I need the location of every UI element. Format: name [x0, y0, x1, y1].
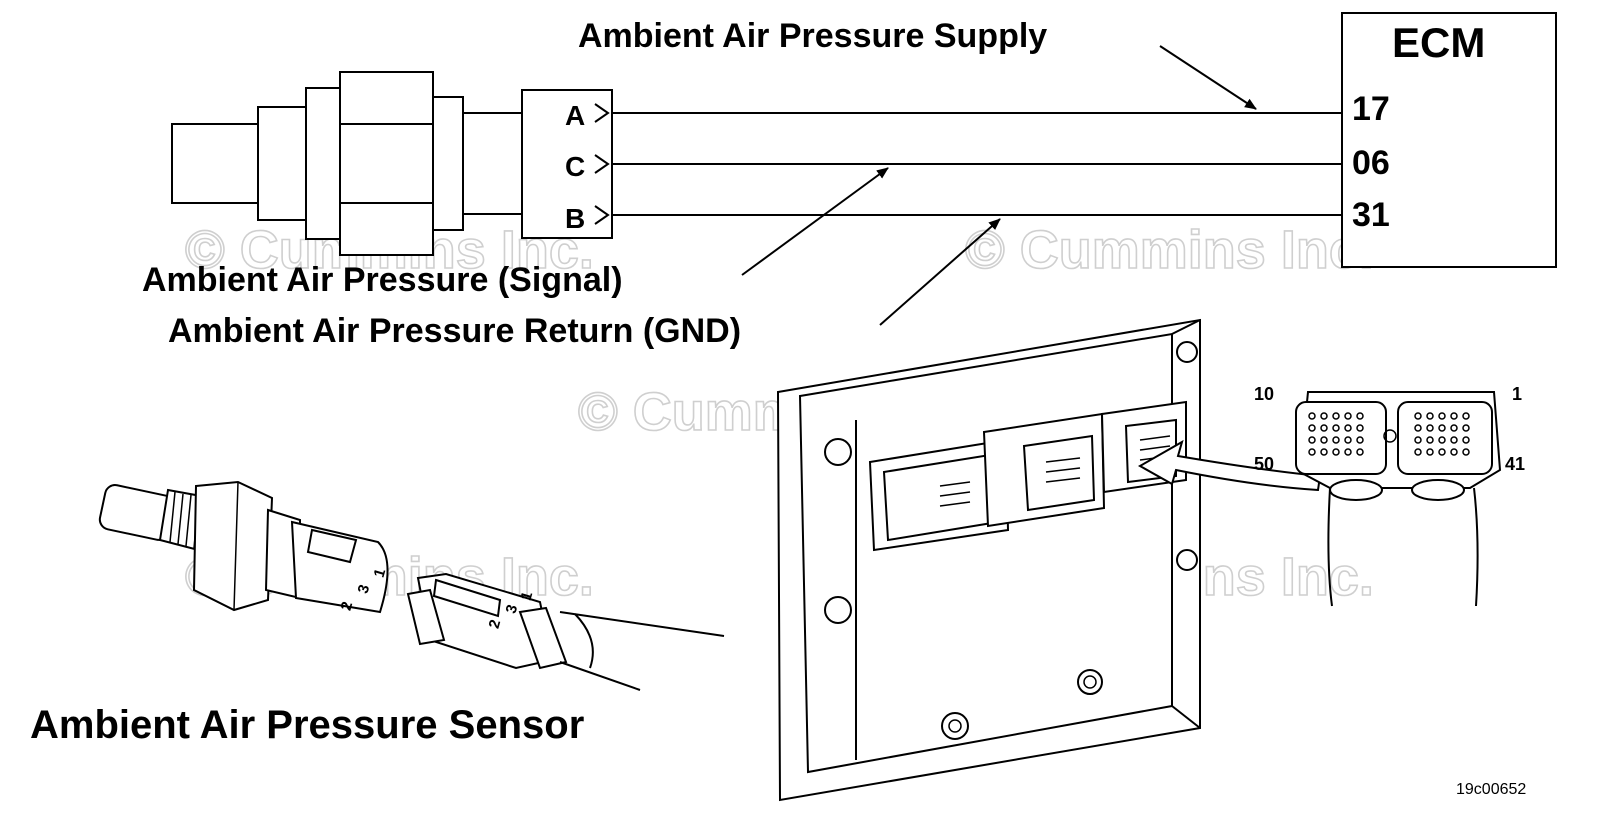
- ecm-title: ECM: [1392, 19, 1485, 66]
- label-signal: Ambient Air Pressure (Signal): [142, 261, 623, 299]
- detail-pin-41: 41: [1505, 454, 1525, 474]
- ecm-pin-31: 31: [1352, 196, 1390, 234]
- connector-pin-grid: [1308, 412, 1470, 456]
- sensor-connector: A C B: [521, 89, 613, 239]
- watermark-2: © Cummins Inc.: [965, 220, 1374, 280]
- ecm-pin-17: 17: [1352, 90, 1390, 128]
- sensor-schematic: [171, 71, 522, 256]
- arrow-return: [879, 218, 1001, 326]
- ecm-connector-detail: 10 1 50 41: [1254, 384, 1525, 607]
- arrow-signal: [741, 167, 889, 276]
- connector-pin-c: C: [565, 151, 585, 182]
- arrow-supply: [1159, 45, 1257, 110]
- detail-pin-50: 50: [1254, 454, 1274, 474]
- label-sensor: Ambient Air Pressure Sensor: [30, 703, 584, 747]
- figure-code: 19c00652: [1456, 781, 1526, 798]
- connector-pin-b: B: [565, 203, 585, 234]
- ecm-box: ECM 17 06 31: [1341, 12, 1557, 268]
- ecm-pin-06: 06: [1352, 144, 1390, 182]
- connector-pin-a: A: [565, 100, 585, 131]
- sensor-illustration: 2 3 1: [98, 480, 389, 614]
- label-return: Ambient Air Pressure Return (GND): [168, 312, 741, 350]
- label-supply: Ambient Air Pressure Supply: [578, 17, 1047, 55]
- ecm-module-illustration: [776, 318, 1322, 802]
- mating-connector: 2 3 1: [406, 572, 725, 691]
- leader-arrows: [741, 45, 1257, 326]
- detail-pin-1: 1: [1512, 384, 1522, 404]
- wires: [612, 112, 1342, 216]
- detail-pin-10: 10: [1254, 384, 1274, 404]
